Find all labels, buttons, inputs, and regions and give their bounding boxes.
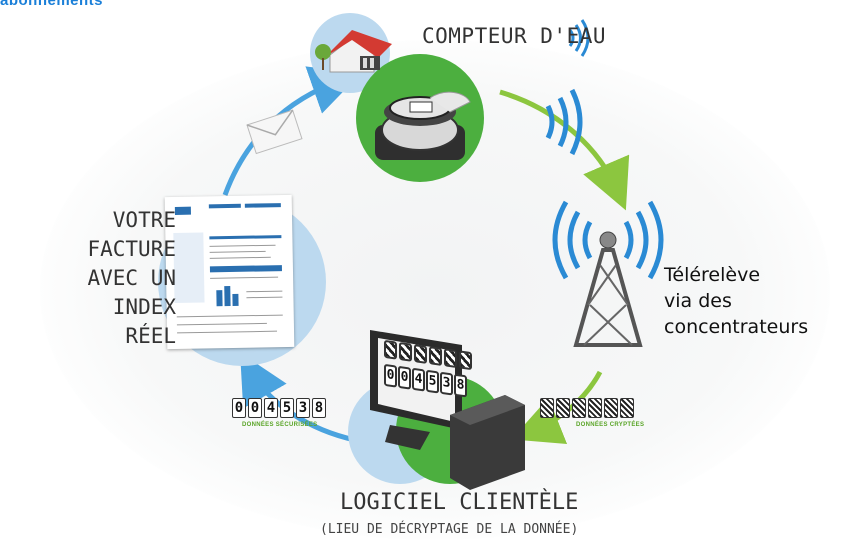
telereleve-line3: concentrateurs [664,316,809,338]
water-meter-icon [375,91,471,160]
invoice-title-line1: VOTRE [112,208,176,232]
index-digit: 0 [232,398,246,418]
screen-crypted-digit [414,344,427,364]
index-digit: 0 [248,398,262,418]
crypted-label: DONNÉES CRYPTÉES [576,422,645,428]
screen-digit: 0 [384,363,397,388]
telereleve-label: Télérelève via des concentrateurs [664,262,808,340]
telereleve-line1: Télérelève [664,264,761,286]
index-digit: 4 [264,398,278,418]
index-digit: 3 [296,398,310,418]
cut-title: abonnements [0,0,104,9]
crypted-index: DONNÉES CRYPTÉES [540,398,644,428]
invoice-document-lines [173,203,283,334]
secure-index-digits: 0 0 4 5 3 8 [232,398,326,418]
meter-wifi-icon [545,88,583,156]
index-digit: 5 [280,398,294,418]
telereleve-line2: via des [664,290,732,312]
screen-crypted-digit [429,346,442,366]
screen-crypted-digit [384,339,397,360]
envelope-icon [246,109,303,155]
screen-digit: 3 [440,371,453,396]
invoice-title-line3: AVEC UN [87,266,176,290]
screen-digit: 4 [412,367,425,392]
invoice-title-line4: INDEX RÉEL [112,295,176,348]
secure-label: DONNÉES SÉCURISÉES [242,422,318,428]
invoice-title-line2: FACTURE [87,237,176,261]
meter-title: COMPTEUR D'EAU [422,24,607,48]
software-subtitle: (LIEU DE DÉCRYPTAGE DE LA DONNÉE) [320,522,579,537]
crypted-digit [572,398,586,418]
arrow-meter-to-antenna [499,89,630,211]
screen-crypted-digit [459,350,472,371]
wifi-wave-icon [568,19,590,57]
screen-crypted-digit [399,341,412,362]
antenna-tower-icon [552,200,664,347]
arrow-antenna-to-software [511,370,603,445]
screen-crypted-digit [444,348,457,369]
crypted-digit [556,398,570,418]
secure-index: 0 0 4 5 3 8 DONNÉES SÉCURISÉES [232,398,326,428]
crypted-digit [604,398,618,418]
screen-digit: 0 [398,365,411,390]
crypted-index-digits [540,398,644,418]
invoice-title: VOTRE FACTURE AVEC UN INDEX RÉEL [56,206,176,351]
screen-digit: 5 [426,369,439,394]
house-icon [315,30,392,73]
invoice-document-icon [164,194,295,350]
crypted-digit [588,398,602,418]
crypted-digit [540,398,554,418]
index-digit: 8 [312,398,326,418]
crypted-digit [620,398,634,418]
software-title: LOGICIEL CLIENTÈLE [340,490,579,515]
screen-digit: 8 [454,373,467,398]
